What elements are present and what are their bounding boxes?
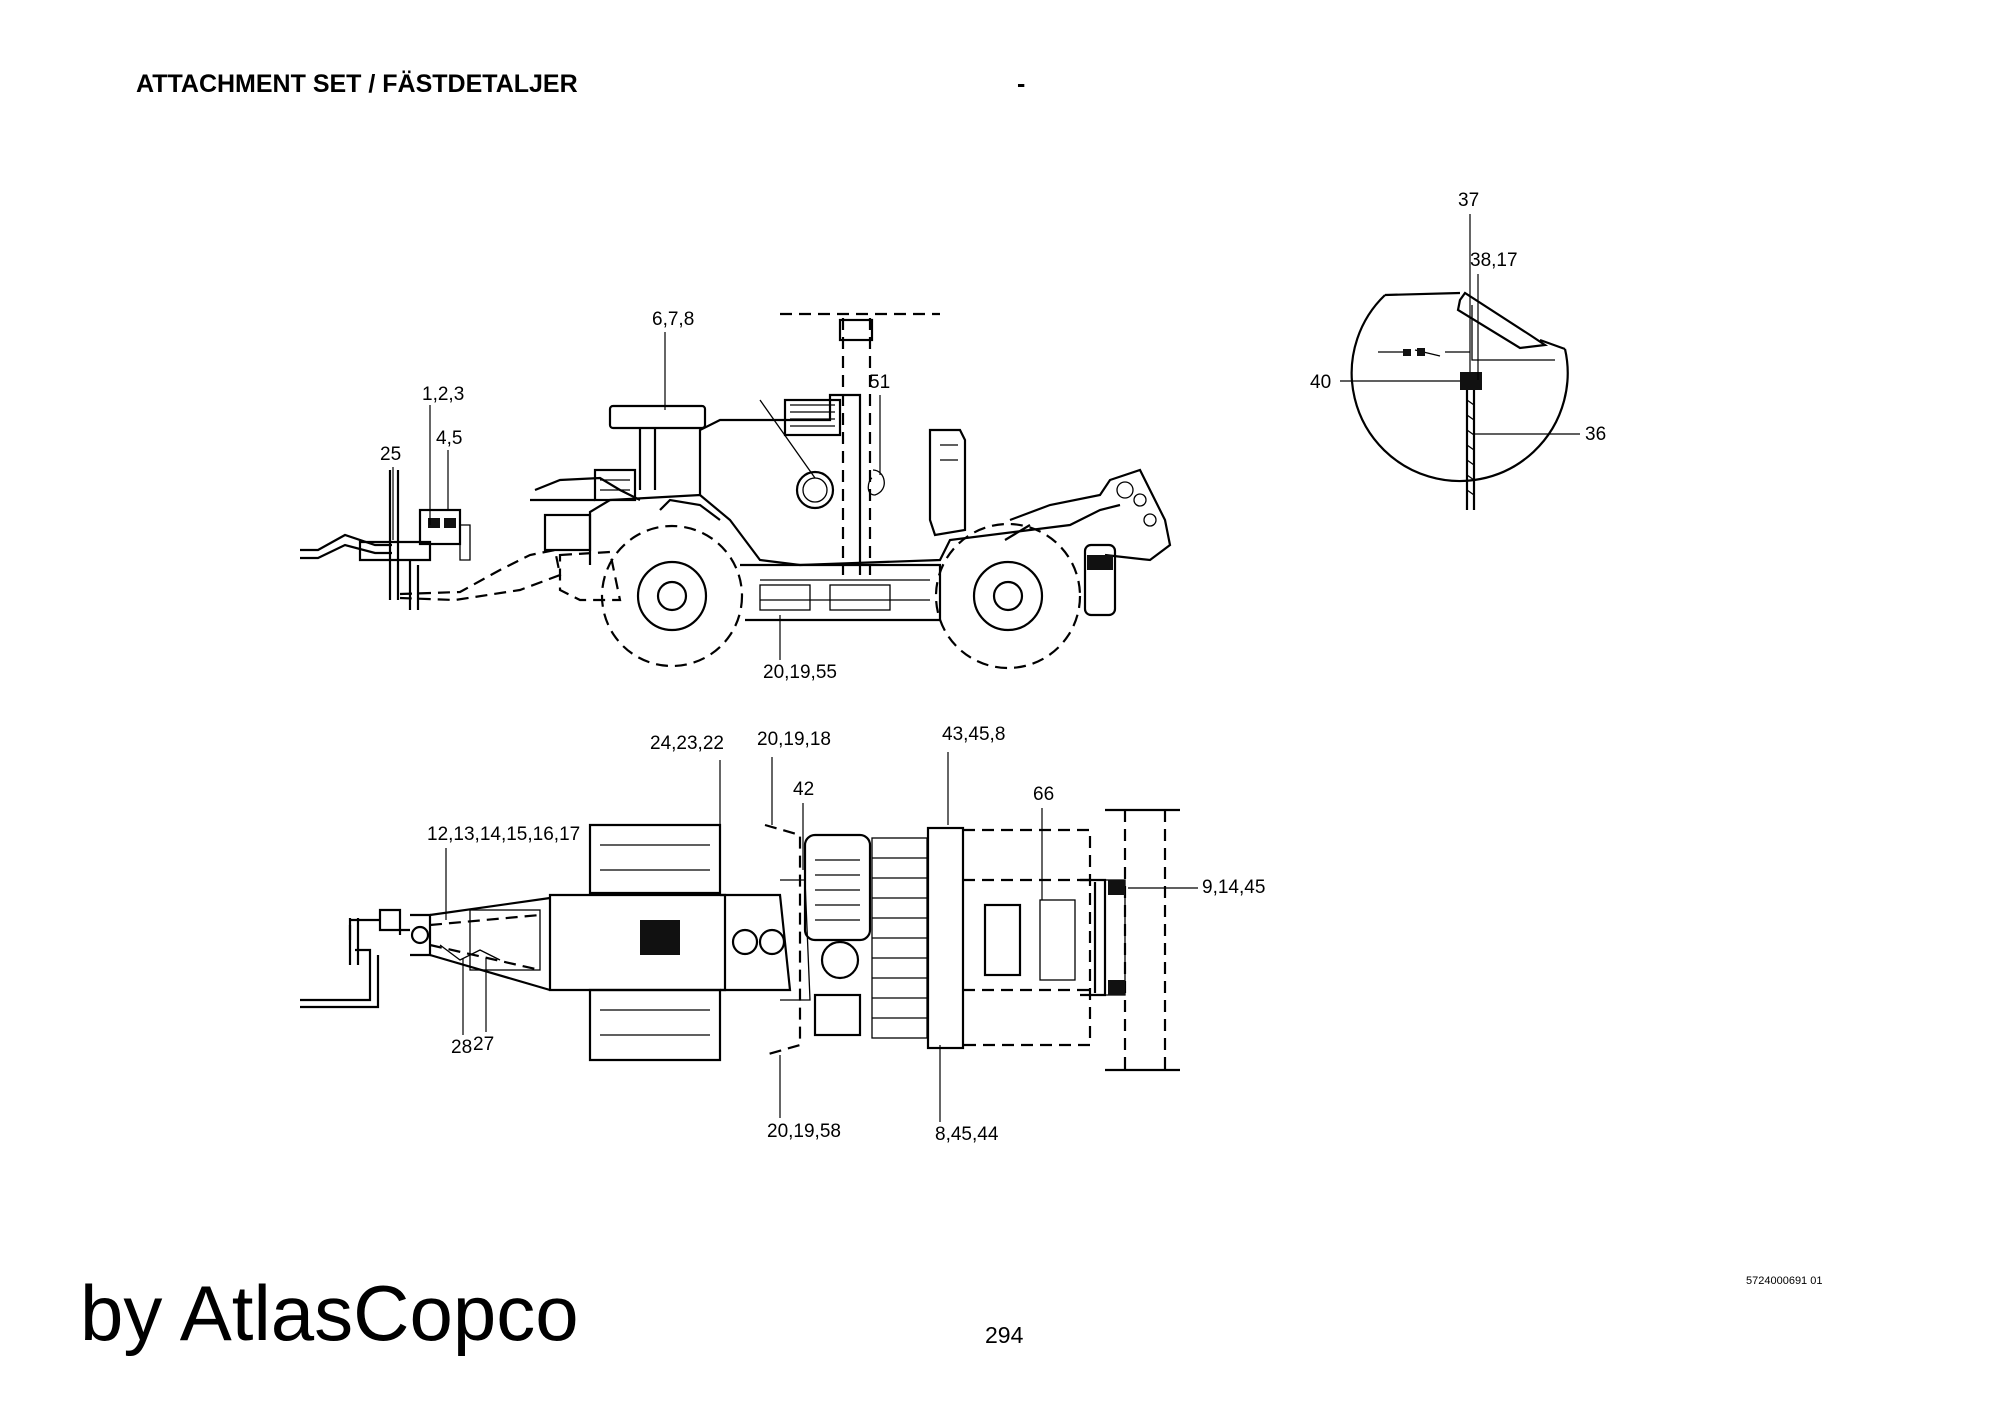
callout-20-19-55: 20,19,55 bbox=[763, 662, 837, 683]
page-number: 294 bbox=[985, 1322, 1024, 1348]
callout-42: 42 bbox=[793, 779, 814, 800]
callout-1-2-3: 1,2,3 bbox=[422, 384, 464, 405]
page-title: ATTACHMENT SET / FÄSTDETALJER bbox=[136, 70, 578, 98]
callout-38-17: 38,17 bbox=[1470, 250, 1518, 271]
callout-51: 51 bbox=[869, 372, 890, 393]
front-wheel bbox=[600, 524, 744, 668]
rear-wheel bbox=[934, 522, 1082, 670]
callout-25: 25 bbox=[380, 444, 401, 465]
top-view-drawing bbox=[300, 808, 1180, 1072]
callout-27: 27 bbox=[473, 1034, 494, 1055]
top-view-callouts: 24,23,22 20,19,18 42 43,45,8 66 12,13,14… bbox=[427, 724, 1265, 1145]
header-dash: - bbox=[1017, 70, 1026, 98]
callout-20-19-18: 20,19,18 bbox=[757, 729, 831, 750]
detail-view-drawing bbox=[1350, 291, 1569, 510]
callout-6-7-8: 6,7,8 bbox=[652, 309, 694, 330]
callout-20-19-58: 20,19,58 bbox=[767, 1121, 841, 1142]
callout-40: 40 bbox=[1310, 372, 1331, 393]
callout-37: 37 bbox=[1458, 190, 1479, 211]
brand-footer: by AtlasCopco bbox=[80, 1269, 579, 1357]
detail-view-callouts: 37 38,17 40 36 bbox=[1310, 190, 1606, 445]
callout-4-5: 4,5 bbox=[436, 428, 462, 449]
callout-36: 36 bbox=[1585, 424, 1606, 445]
side-view-drawing bbox=[300, 312, 1172, 670]
callout-66: 66 bbox=[1033, 784, 1054, 805]
document-number: 5724000691 01 bbox=[1746, 1275, 1823, 1287]
callout-43-45-8: 43,45,8 bbox=[942, 724, 1005, 745]
callout-28: 28 bbox=[451, 1037, 472, 1058]
side-view-callouts: 6,7,8 51 1,2,3 4,5 25 20,19,55 bbox=[380, 309, 890, 683]
callout-12-13-14-15-16-17: 12,13,14,15,16,17 bbox=[427, 824, 580, 845]
callout-8-45-44: 8,45,44 bbox=[935, 1124, 999, 1145]
callout-24-23-22: 24,23,22 bbox=[650, 733, 724, 754]
callout-9-14-45: 9,14,45 bbox=[1202, 877, 1265, 898]
seat bbox=[608, 404, 707, 430]
